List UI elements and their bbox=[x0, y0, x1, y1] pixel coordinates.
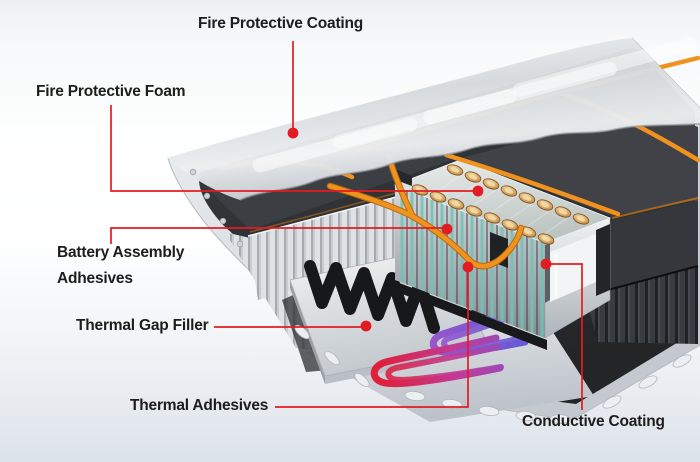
label-thermal-gap-filler: Thermal Gap Filler bbox=[76, 317, 209, 334]
leader-fire-protective-foam bbox=[110, 105, 478, 192]
label-fire-protective-coating: Fire Protective Coating bbox=[198, 15, 364, 32]
label-conductive-coating: Conductive Coating bbox=[522, 413, 665, 430]
flange-bolts bbox=[189, 168, 244, 248]
lid-ridges bbox=[252, 37, 698, 173]
thermal-gap-filler-bead bbox=[304, 260, 440, 334]
conductive-coated-plate bbox=[550, 234, 596, 302]
cable-behind-module bbox=[443, 152, 621, 217]
leader-conductive-coating bbox=[546, 263, 583, 410]
pack-lid bbox=[168, 37, 700, 201]
plate-divider bbox=[545, 243, 550, 303]
label-battery-assembly-adhesives: Battery Assembly Adhesives bbox=[57, 240, 184, 292]
module-base-shadow bbox=[397, 282, 547, 350]
label-battery-assembly-line1: Battery Assembly bbox=[57, 244, 185, 261]
module-top-face bbox=[393, 159, 612, 244]
leader-dots bbox=[287, 127, 552, 332]
label-fire-protective-foam: Fire Protective Foam bbox=[36, 83, 186, 100]
label-thermal-adhesives: Thermal Adhesives bbox=[130, 397, 269, 414]
leader-lines bbox=[110, 41, 583, 410]
rim-scallops bbox=[294, 324, 692, 424]
leader-battery-assembly-adhesives bbox=[110, 227, 447, 244]
coolant-tube-purple-2 bbox=[441, 310, 525, 352]
leader-thermal-adhesives bbox=[275, 267, 469, 408]
coolant-tube-red-2 bbox=[385, 344, 504, 383]
cable-module-loop bbox=[327, 183, 524, 269]
label-battery-assembly-line2: Adhesives bbox=[57, 270, 133, 287]
module-brackets bbox=[393, 168, 610, 296]
rim-details bbox=[189, 168, 692, 424]
